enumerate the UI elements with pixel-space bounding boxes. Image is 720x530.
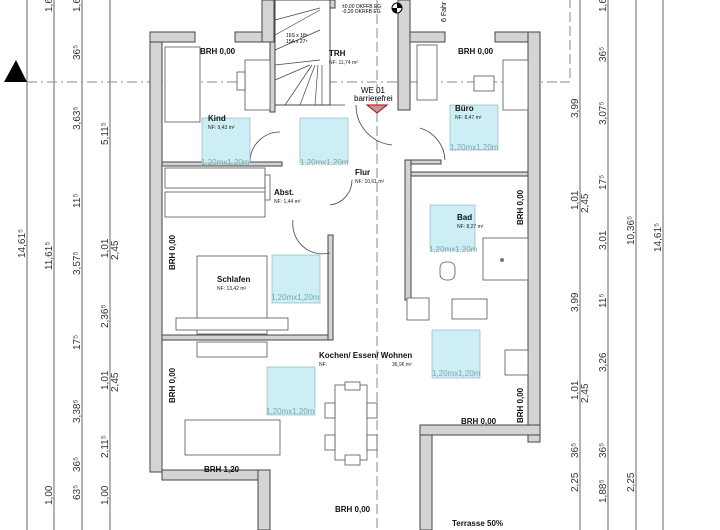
brh-label: BRH 0,00: [200, 47, 236, 56]
dimension-lines: [26, 0, 664, 530]
turning-area-label: 1,20mx1,20m: [266, 407, 315, 416]
room-name: Flur: [355, 168, 370, 177]
brh-label: BRH 0,00: [168, 367, 177, 403]
dimension-label: 3,38⁵: [72, 399, 83, 423]
level-label: -0,20 OKRFB EG: [342, 9, 381, 15]
room-name: Kochen/ Essen/ Wohnen: [319, 351, 412, 360]
dimension-label: 14,61⁵: [653, 223, 664, 252]
furniture: [164, 44, 529, 466]
dimension-label: 14,61⁵: [17, 229, 28, 258]
dimension-label: 2,36⁵: [100, 304, 111, 328]
room-area: NF: 8,47 m²: [455, 115, 482, 121]
dimension-label: 2,45: [110, 240, 121, 260]
turning-areas: 1,20mx1,20m 1,20mx1,20m 1,20mx1,20m 1,20…: [201, 104, 499, 416]
dimension-label: 11⁵: [598, 293, 609, 308]
dimension-label: 1,63: [72, 0, 83, 12]
room-area: NF: 11,74 m²: [329, 60, 358, 66]
terrace-label: Terrasse 50%: [452, 519, 503, 528]
room-name: Schlafen: [217, 275, 250, 284]
stair-label: 15A x 27⁵: [286, 39, 308, 45]
dimension-label: 3,99: [570, 98, 581, 118]
dimension-label: 1,00: [100, 485, 111, 505]
walls: [149, 0, 541, 530]
room-name: TRH: [329, 49, 346, 58]
turning-area-label: 1,20mx1,20m: [432, 369, 481, 378]
dimension-labels: 14,61⁵ 1,63 11,61⁵ 1,00 1,63 36⁵ 3,63⁵ 1…: [17, 0, 664, 505]
dimension-label: 11,61⁵: [44, 242, 55, 270]
room-area: NF: 8,27 m²: [457, 224, 484, 230]
dimension-label: 1,01: [570, 190, 581, 210]
dimension-label: 2,11⁵: [100, 435, 111, 458]
dimension-label: 3,01: [598, 230, 609, 250]
section-marker-icon: [4, 60, 27, 82]
brh-label: BRH 0,00: [516, 387, 525, 423]
dimension-label: 1,01: [100, 238, 111, 258]
dimension-label: 17⁵: [72, 335, 83, 350]
dimension-label: 36⁵: [570, 443, 581, 458]
turning-area-label: 1,20mx1,20m: [271, 293, 320, 302]
turning-area-label: 1,20mx1,20m: [201, 158, 250, 167]
dimension-label: 11⁵: [72, 193, 83, 208]
room-name: Bad: [457, 213, 472, 222]
room-labels: TRH NF: 11,74 m² Kind NF: 9,43 m² Büro N…: [208, 1, 503, 528]
dimension-label: 10,36⁵: [626, 216, 637, 245]
staircase: [274, 7, 345, 106]
turning-area-label: 1,20mx1,20m: [429, 245, 478, 254]
room-name: Abst.: [274, 188, 294, 197]
section-line-right: [560, 0, 571, 83]
level-label: ±0,00 OKFFB EG: [342, 4, 381, 10]
brh-label: BRH 0,00: [458, 47, 494, 56]
unit-note: barrierefrei: [354, 94, 393, 103]
dimension-label: 3,99: [570, 292, 581, 312]
room-name: Büro: [455, 104, 474, 113]
room-name: Kind: [208, 114, 226, 123]
entrance-marker-icon: [365, 104, 389, 114]
dimension-label: 2,45: [580, 383, 591, 403]
dimension-label: 1,63: [598, 0, 609, 12]
brh-label: BRH 0,00: [461, 417, 497, 426]
dimension-label: 5,11⁵: [100, 122, 111, 145]
brh-label: BRH 0,00: [335, 505, 371, 514]
brh-label: BRH 0,00: [516, 189, 525, 225]
brh-label: BRH 1,20: [204, 465, 240, 474]
unit-label: WE 01: [361, 86, 386, 95]
room-area: NF: 9,43 m²: [208, 125, 235, 131]
dimension-label: 1,88⁵: [598, 479, 609, 503]
dimension-label: 3,26: [598, 352, 609, 372]
dimension-label: 1,00: [44, 485, 55, 505]
dimension-label: 1,01: [570, 380, 581, 400]
brh-labels: BRH 0,00 BRH 0,00 BRH 0,00 BRH 0,00 BRH …: [168, 47, 525, 514]
turning-area-label: 1,20mx1,20m: [300, 158, 349, 167]
dimension-label: 2,25: [570, 472, 581, 492]
dimension-label: 36⁵: [598, 443, 609, 458]
dimension-label: 63⁵: [72, 485, 83, 500]
stair-label: 16S x 18⁵: [286, 33, 308, 39]
level-marker-fill: [392, 3, 402, 13]
room-area: NF: 1,44 m²: [274, 199, 301, 205]
dimension-label: 3,07⁵: [598, 101, 609, 125]
dimension-label: 36⁵: [598, 47, 609, 62]
dimension-label: 1,01: [100, 370, 111, 390]
room-area: 36,96 m²: [392, 362, 412, 368]
dimension-label: 17⁵: [598, 175, 609, 190]
room-area: NF: 13,42 m²: [217, 286, 247, 292]
dimension-label: 2,45: [110, 372, 121, 392]
dimension-label: 3,63⁵: [72, 106, 83, 130]
turning-area-label: 1,20mx1,20m: [450, 143, 499, 152]
dimension-label: 36⁵: [72, 457, 83, 472]
room-area: NF:: [319, 362, 327, 368]
brh-label: BRH 0,00: [168, 234, 177, 270]
dimension-label: 1,63: [44, 0, 55, 12]
room-area: NF: 10,61 m²: [355, 179, 385, 185]
dimension-label: 2,25: [626, 472, 637, 492]
dimension-label: 36⁵: [72, 45, 83, 60]
dimension-label: 2,45: [580, 193, 591, 213]
dimension-label: 3,57⁵: [72, 251, 83, 275]
elevator-label: 6 Fahr: [441, 1, 448, 22]
